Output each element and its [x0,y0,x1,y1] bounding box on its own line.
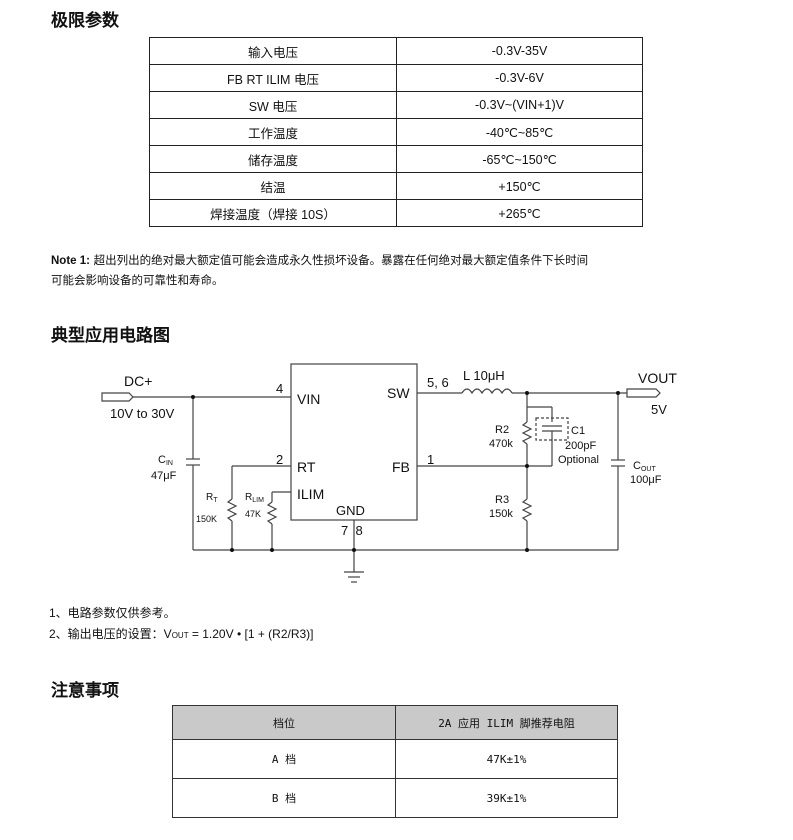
param-cell: 输入电压 [149,37,397,65]
c1-value: 200pF [565,440,596,452]
r3-value: 150k [489,508,513,520]
rt-resistor [226,498,238,522]
table-header-row: 档位 2A 应用 ILIM 脚推荐电阻 [172,705,618,740]
table-row: 结温+150℃ [149,172,643,200]
gear-header: 档位 [172,705,396,740]
cout-value: 100μF [630,474,662,486]
circuit-note-2: 2、输出电压的设置：VOUT = 1.20V • [1 + (R2/R3)] [49,627,314,641]
table-row: 输入电压-0.3V-35V [149,37,643,65]
inductor-label: L 10μH [463,368,505,383]
r3-label: R3 [495,494,509,506]
vout-label: VOUT [638,370,677,386]
junction-dot [525,464,529,468]
note-text-line2: 可能会影响设备的可靠性和寿命。 [51,273,224,287]
limits-table: 输入电压-0.3V-35V FB RT ILIM 电压-0.3V-6V SW 电… [149,37,643,227]
junction-dot [525,391,529,395]
circuit-note-1: 1、电路参数仅供参考。 [49,606,176,620]
inductor [461,388,513,395]
rt-pin-number: 2 [276,452,283,467]
r2-resistor [521,421,533,445]
param-cell: SW 电压 [149,91,397,119]
vout-value: 5V [651,402,667,417]
vin-pin-label: VIN [297,391,320,407]
junction-dot [525,548,529,552]
table-row: 储存温度-65℃~150℃ [149,145,643,173]
sw-pin-label: SW [387,385,410,401]
value-cell: -65℃~150℃ [396,145,643,173]
sw-pin-numbers: 5, 6 [427,375,449,390]
rt-pin-label: RT [297,459,316,475]
rt-label: RT [206,492,218,504]
param-cell: 焊接温度（焊接 10S） [149,199,397,227]
resistor-cell: 39K±1% [395,778,618,818]
dc-input-connector [101,392,134,402]
r2-label: R2 [495,424,509,436]
rlim-label: RLIM [245,492,264,504]
value-cell: -40℃~85℃ [396,118,643,146]
junction-dot [270,548,274,552]
rt-value: 150K [196,514,217,524]
vin-range-label: 10V to 30V [110,406,175,421]
cin-value: 47μF [151,470,177,482]
vout-connector [626,388,661,398]
gear-cell: B 档 [172,778,396,818]
ilim-pin-label: ILIM [297,486,324,502]
gnd-pin-numbers: 7 8 [341,523,363,538]
application-circuit-diagram: DC+ 10V to 30V 4 VIN SW 5, 6 L 10μH VOUT… [101,363,677,583]
c1-label: C1 [571,425,585,437]
table-row: SW 电压-0.3V~(VIN+1)V [149,91,643,119]
gnd-pin-label: GND [336,503,365,518]
c1-optional-box [535,417,569,441]
cout-label: COUT [633,460,656,473]
notice-heading: 注意事项 [51,681,119,701]
cin-label: CIN [158,454,173,467]
junction-dot [616,391,620,395]
resistor-header: 2A 应用 ILIM 脚推荐电阻 [395,705,618,740]
note-label: Note 1: [51,255,90,267]
value-cell: -0.3V-35V [396,37,643,65]
param-cell: 储存温度 [149,145,397,173]
rlim-value: 47K [245,509,261,519]
rlim-resistor [266,501,278,525]
param-cell: 工作温度 [149,118,397,146]
c1-optional-label: Optional [558,454,599,466]
circuit-heading: 典型应用电路图 [51,326,170,346]
junction-dot [191,395,195,399]
r3-resistor [521,498,533,522]
note-1: Note 1: 超出列出的绝对最大额定值可能会造成永久性损坏设备。暴露在任何绝对… [51,251,751,290]
limits-heading: 极限参数 [51,11,119,31]
note-text-line1: 超出列出的绝对最大额定值可能会造成永久性损坏设备。暴露在任何绝对最大额定值条件下… [93,253,589,267]
junction-dot [352,548,356,552]
table-row: 焊接温度（焊接 10S）+265℃ [149,199,643,227]
value-cell: +265℃ [396,199,643,227]
table-row: FB RT ILIM 电压-0.3V-6V [149,64,643,92]
fb-pin-number: 1 [427,452,434,467]
param-cell: 结温 [149,172,397,200]
r2-value: 470k [489,438,513,450]
table-row: 工作温度-40℃~85℃ [149,118,643,146]
param-cell: FB RT ILIM 电压 [149,64,397,92]
fb-pin-label: FB [392,459,410,475]
resistor-cell: 47K±1% [395,739,618,779]
gear-cell: A 档 [172,739,396,779]
value-cell: +150℃ [396,172,643,200]
value-cell: -0.3V-6V [396,64,643,92]
vin-pin-number: 4 [276,381,283,396]
value-cell: -0.3V~(VIN+1)V [396,91,643,119]
junction-dot [230,548,234,552]
dc-input-label: DC+ [124,373,152,389]
